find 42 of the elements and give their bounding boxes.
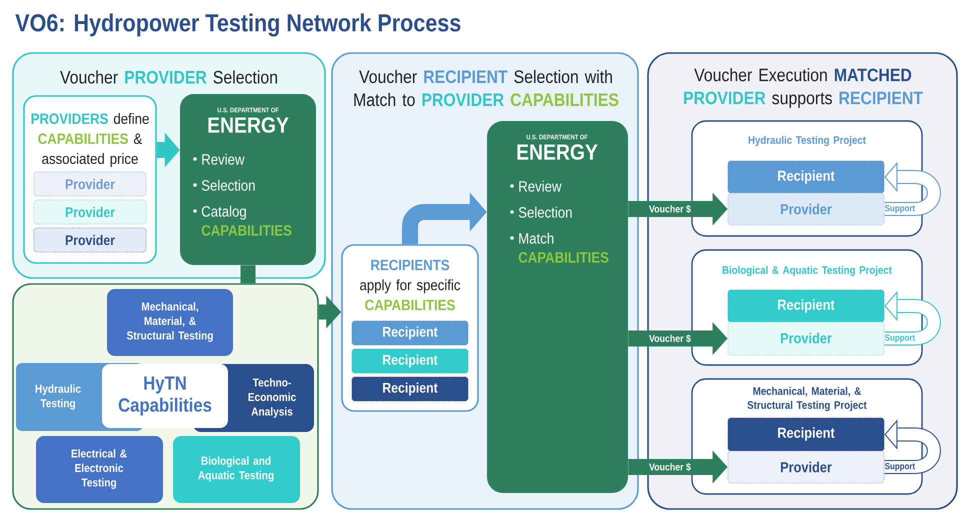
provider-box: Provider bbox=[728, 322, 884, 356]
capability-box: Mechanical, Material, & Structural Testing bbox=[107, 289, 233, 356]
center-box: HyTN Capabilities bbox=[102, 364, 228, 428]
list-item: Review bbox=[519, 180, 562, 192]
list-item: Match CAPABILITIES bbox=[518, 232, 608, 263]
recipient-box: Recipient bbox=[728, 418, 884, 452]
recipient-box: Recipient bbox=[728, 290, 884, 322]
title: VO6: Hydropower Testing Network Process bbox=[15, 14, 460, 36]
agency-name: ENERGY bbox=[208, 117, 289, 133]
list-item: Catalog CAPABILITIES bbox=[202, 206, 292, 236]
project-heading: Biological & Aquatic Testing Project bbox=[722, 266, 892, 276]
panel-heading: Voucher PROVIDER Selection bbox=[60, 70, 277, 84]
recipient-box: Recipient bbox=[352, 376, 468, 402]
recipient-box: Recipient bbox=[352, 320, 468, 346]
panel-heading: Voucher Execution MATCHED PROVIDER supports RECIPIENT bbox=[684, 68, 923, 108]
box-heading: PROVIDERS define CAPABILITIES & associated price bbox=[32, 113, 149, 167]
edge-label: Support bbox=[884, 462, 916, 472]
edge-label: Voucher $ bbox=[648, 334, 692, 344]
provider-box: Provider bbox=[34, 172, 146, 196]
recipient-box: Recipient bbox=[728, 160, 884, 194]
capability-box: Electrical & Electronic Testing bbox=[36, 436, 163, 503]
edge-label: Voucher $ bbox=[648, 204, 692, 214]
project-heading: Hydraulic Testing Project bbox=[748, 136, 866, 146]
provider-box: Provider bbox=[728, 450, 884, 484]
list-item: Selection bbox=[518, 206, 572, 218]
list-item: Review bbox=[202, 154, 244, 165]
provider-box: Provider bbox=[728, 192, 884, 226]
process-box bbox=[487, 121, 628, 493]
provider-box: Provider bbox=[34, 200, 146, 224]
edge-label: Support bbox=[884, 204, 916, 214]
agency-name: ENERGY bbox=[517, 144, 598, 160]
panel-heading: Voucher RECIPIENT Selection with Match to PROVIDER CAPABILITIES bbox=[354, 70, 618, 106]
box-heading: RECIPIENTS apply for specific CAPABILITIES bbox=[360, 260, 460, 310]
provider-box: Provider bbox=[34, 228, 146, 252]
capability-box: Biological and Aquatic Testing bbox=[173, 436, 300, 503]
list-item: Selection bbox=[202, 180, 255, 191]
recipient-box: Recipient bbox=[352, 348, 468, 374]
project-heading: Mechanical, Material, & Structural Testing Project bbox=[748, 386, 867, 412]
edge-label: Voucher $ bbox=[648, 462, 692, 472]
process-box bbox=[180, 94, 316, 265]
edge-label: Support bbox=[884, 334, 916, 343]
connector bbox=[240, 265, 256, 284]
